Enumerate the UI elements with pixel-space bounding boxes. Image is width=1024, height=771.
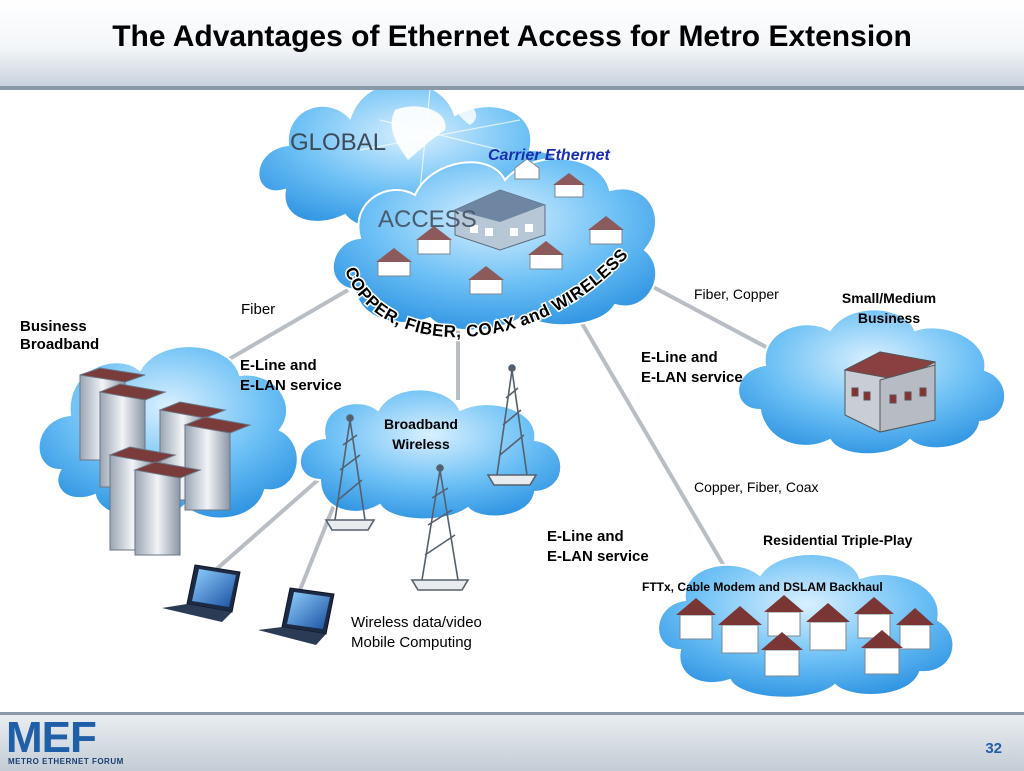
office-towers-icon <box>79 367 252 556</box>
title-band <box>0 0 1024 86</box>
access-city-icon <box>454 189 546 251</box>
carrier-ethernet-label: Carrier Ethernet <box>488 147 610 164</box>
page-number: 32 <box>985 740 1002 757</box>
access-label: ACCESS <box>378 206 477 233</box>
office-building-icon <box>843 351 937 433</box>
copper-fiber-coax-label: Copper, Fiber, Coax <box>694 479 819 495</box>
access-cloud: ACCESS <box>331 157 658 332</box>
laptop-icon-1 <box>162 564 241 622</box>
slide-title: The Advantages of Ethernet Access for Me… <box>112 20 912 53</box>
residential-label: Residential Triple-Play <box>763 532 913 548</box>
fiber-label: Fiber <box>241 301 276 318</box>
laptop-icon-2 <box>258 587 335 645</box>
mef-logo: MEF <box>6 713 97 762</box>
title-divider <box>0 86 1024 90</box>
cell-towers-icon <box>324 364 538 591</box>
wireless-cloud <box>299 388 563 521</box>
access-houses <box>376 158 624 295</box>
global-label: GLOBAL <box>290 129 386 156</box>
mef-logo-subtitle: METRO ETHERNET FORUM <box>8 757 124 766</box>
footer-band <box>0 712 1024 771</box>
link-residential <box>578 318 740 592</box>
houses-icon <box>676 595 934 677</box>
fttx-label: FTTx, Cable Modem and DSLAM Backhaul <box>642 580 883 594</box>
network-diagram: GLOBAL ACCESS Carrier Ethernet COPPER, F… <box>37 90 1007 699</box>
link-laptop-1 <box>193 463 337 590</box>
fiber-copper-label: Fiber, Copper <box>694 286 779 302</box>
